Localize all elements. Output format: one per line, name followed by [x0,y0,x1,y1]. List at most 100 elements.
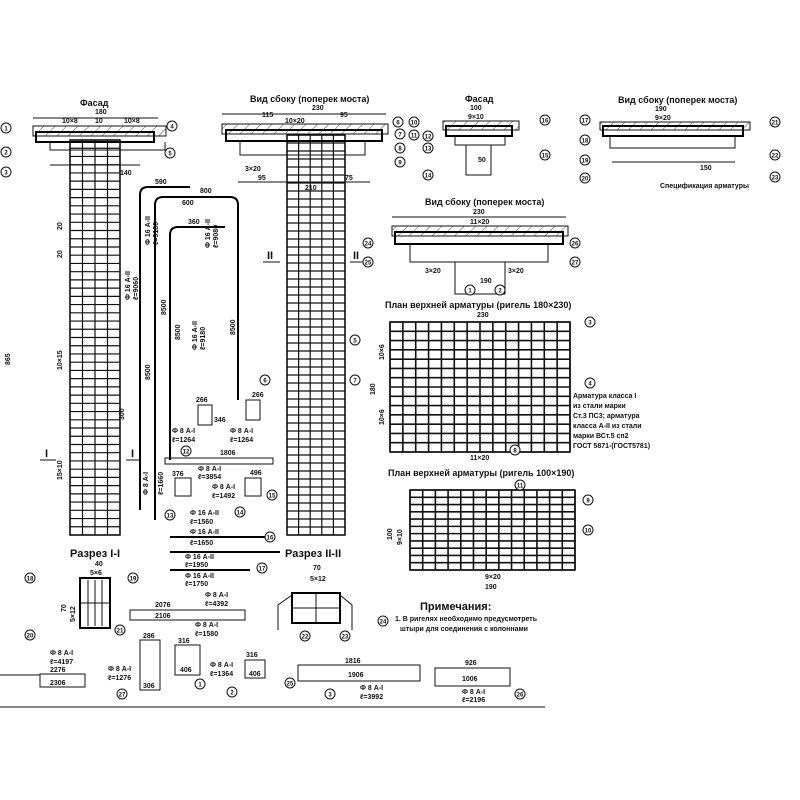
b12-label: Ф 16 А-II [185,573,214,580]
b9-len: ℓ=1560 [190,519,213,526]
b11-label: Ф 16 А-II [185,554,214,561]
stirrup-details: 266 346 Ф 8 А-I ℓ=1264 266 Ф 8 А-I ℓ=126… [143,392,280,588]
dim-width: 190 [655,106,667,113]
position-marker-number: 5 [353,339,357,345]
position-marker-number: 8 [398,147,402,153]
position-marker-number: 14 [237,511,244,517]
position-marker-number: 14 [425,174,432,180]
position-marker-circle [422,142,434,154]
position-marker-circle [569,237,581,249]
position-marker-number: 2 [230,691,234,697]
position-marker-circle [362,256,374,268]
position-marker-number: 21 [772,121,779,127]
position-marker-number: 13 [425,147,432,153]
b7-len: ℓ=1660 [158,472,165,495]
facade-small-title: Фасад [465,94,494,104]
position-marker-number: 6 [263,379,267,385]
b15-label: Ф 8 А-I [108,666,131,673]
dim-spacing: 10×20 [285,118,305,125]
bar1-top2: 800 [200,188,212,195]
position-marker-circle [259,374,271,386]
position-marker-number: 24 [380,620,387,626]
position-marker-number: 21 [117,629,124,635]
b11-len: ℓ=1950 [185,562,208,569]
position-marker-number: 10 [585,529,592,535]
position-marker-number: 19 [582,159,589,165]
bar2-w: 360 [188,219,200,226]
position-marker-circle [422,169,434,181]
position-marker-number: 11 [517,484,524,490]
column-height: 865 [5,353,12,365]
plan-1-title: План верхней арматуры (ригель 180×230) [385,300,571,310]
dim-spacing-left: 10×8 [62,118,78,125]
b18-d2: 1906 [348,672,364,679]
position-marker-circle [514,479,526,491]
position-marker-number: 7 [353,379,357,385]
section-1-spacing: 5×6 [90,570,102,577]
position-marker-number: 12 [183,450,190,456]
b16-label: Ф 8 А-I [195,622,218,629]
position-marker-number: 23 [772,176,779,182]
plan-1-spacing-v: 10×6 [379,344,386,360]
section-2: Разрез II-II 70 5×12 [277,548,353,630]
b6-d: 1806 [220,450,236,457]
position-marker-number: 25 [287,682,294,688]
dim-bottom: 210 [305,185,317,192]
dim-bottom-left: 95 [258,175,266,182]
b16-d1: 316 [178,638,190,645]
bar3-h: 8500 [230,319,237,335]
b16-len: ℓ=1580 [195,631,218,638]
side-view-small-title: Вид сбоку (поперек моста) [618,95,737,105]
position-marker-number: 2 [4,151,8,157]
plan-2-spacing-v: 9×10 [397,529,404,545]
facade-small-view: Фасад 100 9×10 50 [442,94,520,176]
dim-spacing-right: 10×8 [124,118,140,125]
position-marker-number: 9 [586,499,590,505]
position-marker-number: 3 [588,321,592,327]
position-marker-number: 4 [170,125,174,131]
position-marker-number: 22 [302,635,309,641]
position-marker-circle [362,237,374,249]
notes-line: штыри для соединения с колоннами [400,626,528,633]
b14-label: Ф 8 А-I [50,650,73,657]
position-marker-number: 2 [498,289,502,295]
bar2-len-b: ℓ=9180 [200,327,207,350]
position-marker-number: 18 [27,577,34,583]
section-2-title: Разрез II-II [285,548,341,560]
position-marker-number: 5 [168,152,172,158]
dim-spacing: 9×20 [655,115,671,122]
position-marker-number: 16 [267,536,274,542]
section-1: Разрез I-I 40 5×6 70 5×12 [61,548,120,629]
note-side-line: Арматура класса I [573,393,636,400]
position-marker-number: 8 [513,449,517,455]
b14-d1: 2276 [50,667,66,674]
position-marker-number: 26 [572,242,579,248]
position-marker-number: 3 [328,693,332,699]
spec-caption: Спецификация арматуры [660,183,749,190]
dim-total: 230 [312,105,324,112]
b10-len: ℓ=1650 [190,540,213,547]
plan-1-total: 230 [477,312,489,319]
bar2-label: Ф 16 А-II [145,216,152,245]
b15-d1: 286 [143,633,155,640]
bent-bars: 590 800 600 360 Ф 16 А-II ℓ=9060 Ф 16 А-… [125,179,239,520]
b17-d2: 406 [249,671,261,678]
position-marker-circle [464,284,476,296]
position-marker-number: 17 [259,567,266,573]
note-side-line: марки ВСт.5 сп2 [573,433,629,440]
dim-width: 100 [470,105,482,112]
bar2-h2: 8500 [175,324,182,340]
note-side-line: класса А-II из стали [573,423,642,430]
column-middle [286,134,346,536]
position-marker-circle [116,688,128,700]
bar2-label-b: Ф 16 А-II [192,321,199,350]
position-marker-circle [579,154,591,166]
position-marker-circle [166,120,178,132]
b5-len: ℓ=1264 [230,437,253,444]
dim-left: 115 [262,112,273,119]
bar1-top3: 600 [182,200,194,207]
position-marker-number: 22 [772,154,779,160]
position-marker-circle [234,506,246,518]
position-marker-circle [394,142,406,154]
position-marker-circle [569,256,581,268]
